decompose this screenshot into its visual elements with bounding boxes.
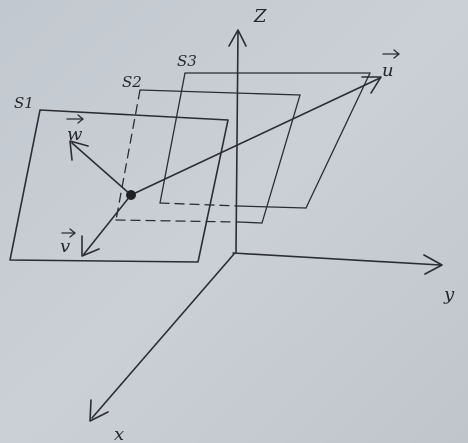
z-axis-label: Z (253, 6, 267, 27)
vector-u-label: u (382, 60, 394, 81)
v-overarrow (61, 228, 76, 238)
z-axis (228, 29, 247, 253)
vector-v-label: v (60, 236, 70, 257)
vector-w (69, 140, 132, 196)
plane-s3 (159, 72, 371, 209)
vector-w-label: w (67, 124, 83, 145)
y-axis-label: y (443, 284, 455, 305)
plane-s2 (115, 89, 301, 224)
y-axis (232, 252, 443, 275)
common-point (126, 190, 136, 200)
plane-s1 (9, 109, 229, 263)
plane-s1-label: S1 (14, 94, 34, 112)
x-axis (89, 253, 235, 422)
plane-s2-label: S2 (122, 73, 142, 91)
vector-v (81, 194, 132, 257)
w-overarrow (66, 114, 84, 124)
u-overarrow (382, 49, 400, 59)
x-axis-label: x (114, 424, 124, 443)
vector-u (130, 76, 382, 196)
plane-s3-label: S3 (177, 52, 197, 70)
